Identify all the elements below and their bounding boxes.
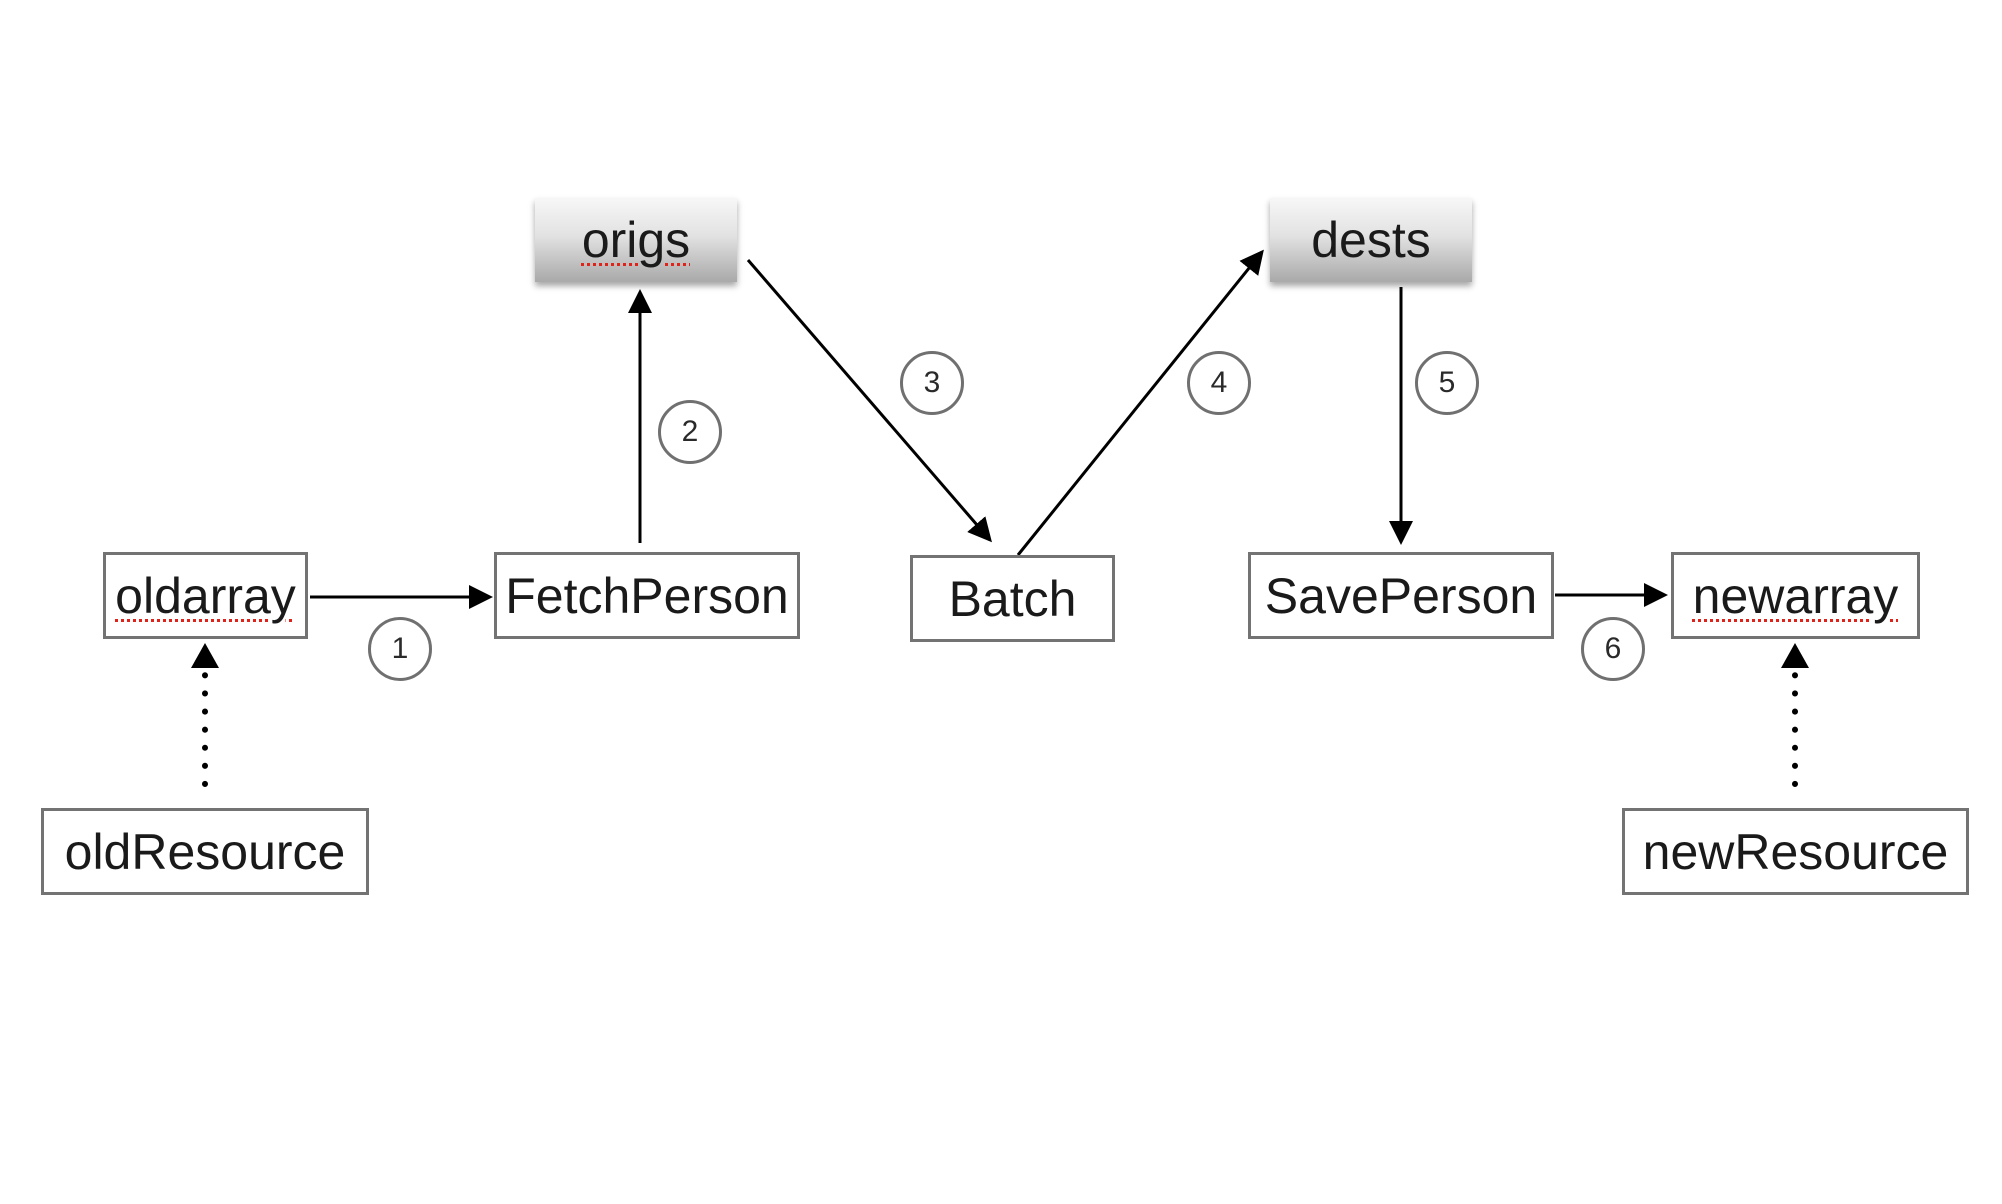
- node-save-person[interactable]: SavePerson: [1248, 552, 1554, 639]
- step-marker-4: 4: [1187, 351, 1251, 415]
- node-newarray-label: newarray: [1692, 567, 1899, 624]
- step-marker-2: 2: [658, 400, 722, 464]
- node-old-resource[interactable]: oldResource: [41, 808, 369, 895]
- store-dests[interactable]: dests: [1270, 198, 1472, 282]
- dotted-arrowhead-oldarray: [191, 643, 219, 668]
- store-origs[interactable]: origs: [535, 198, 737, 282]
- dotted-arrowhead-newarray: [1781, 643, 1809, 668]
- node-oldarray-label: oldarray: [115, 567, 296, 624]
- node-newarray[interactable]: newarray: [1671, 552, 1920, 639]
- node-new-resource-label: newResource: [1642, 823, 1949, 880]
- node-batch-label: Batch: [948, 570, 1077, 627]
- node-new-resource[interactable]: newResource: [1622, 808, 1969, 895]
- store-origs-label: origs: [581, 212, 691, 268]
- step-marker-1: 1: [368, 617, 432, 681]
- step-marker-5: 5: [1415, 351, 1479, 415]
- node-fetch-person[interactable]: FetchPerson: [494, 552, 800, 639]
- arrow-origs-to-batch: [746, 259, 992, 543]
- step-marker-3: 3: [900, 351, 964, 415]
- node-oldarray[interactable]: oldarray: [103, 552, 308, 639]
- node-old-resource-label: oldResource: [64, 823, 346, 880]
- node-fetch-person-label: FetchPerson: [505, 567, 789, 624]
- step-marker-6: 6: [1581, 617, 1645, 681]
- arrow-batch-to-dests: [1016, 249, 1264, 556]
- node-save-person-label: SavePerson: [1264, 567, 1538, 624]
- store-dests-label: dests: [1311, 212, 1431, 268]
- node-batch[interactable]: Batch: [910, 555, 1115, 642]
